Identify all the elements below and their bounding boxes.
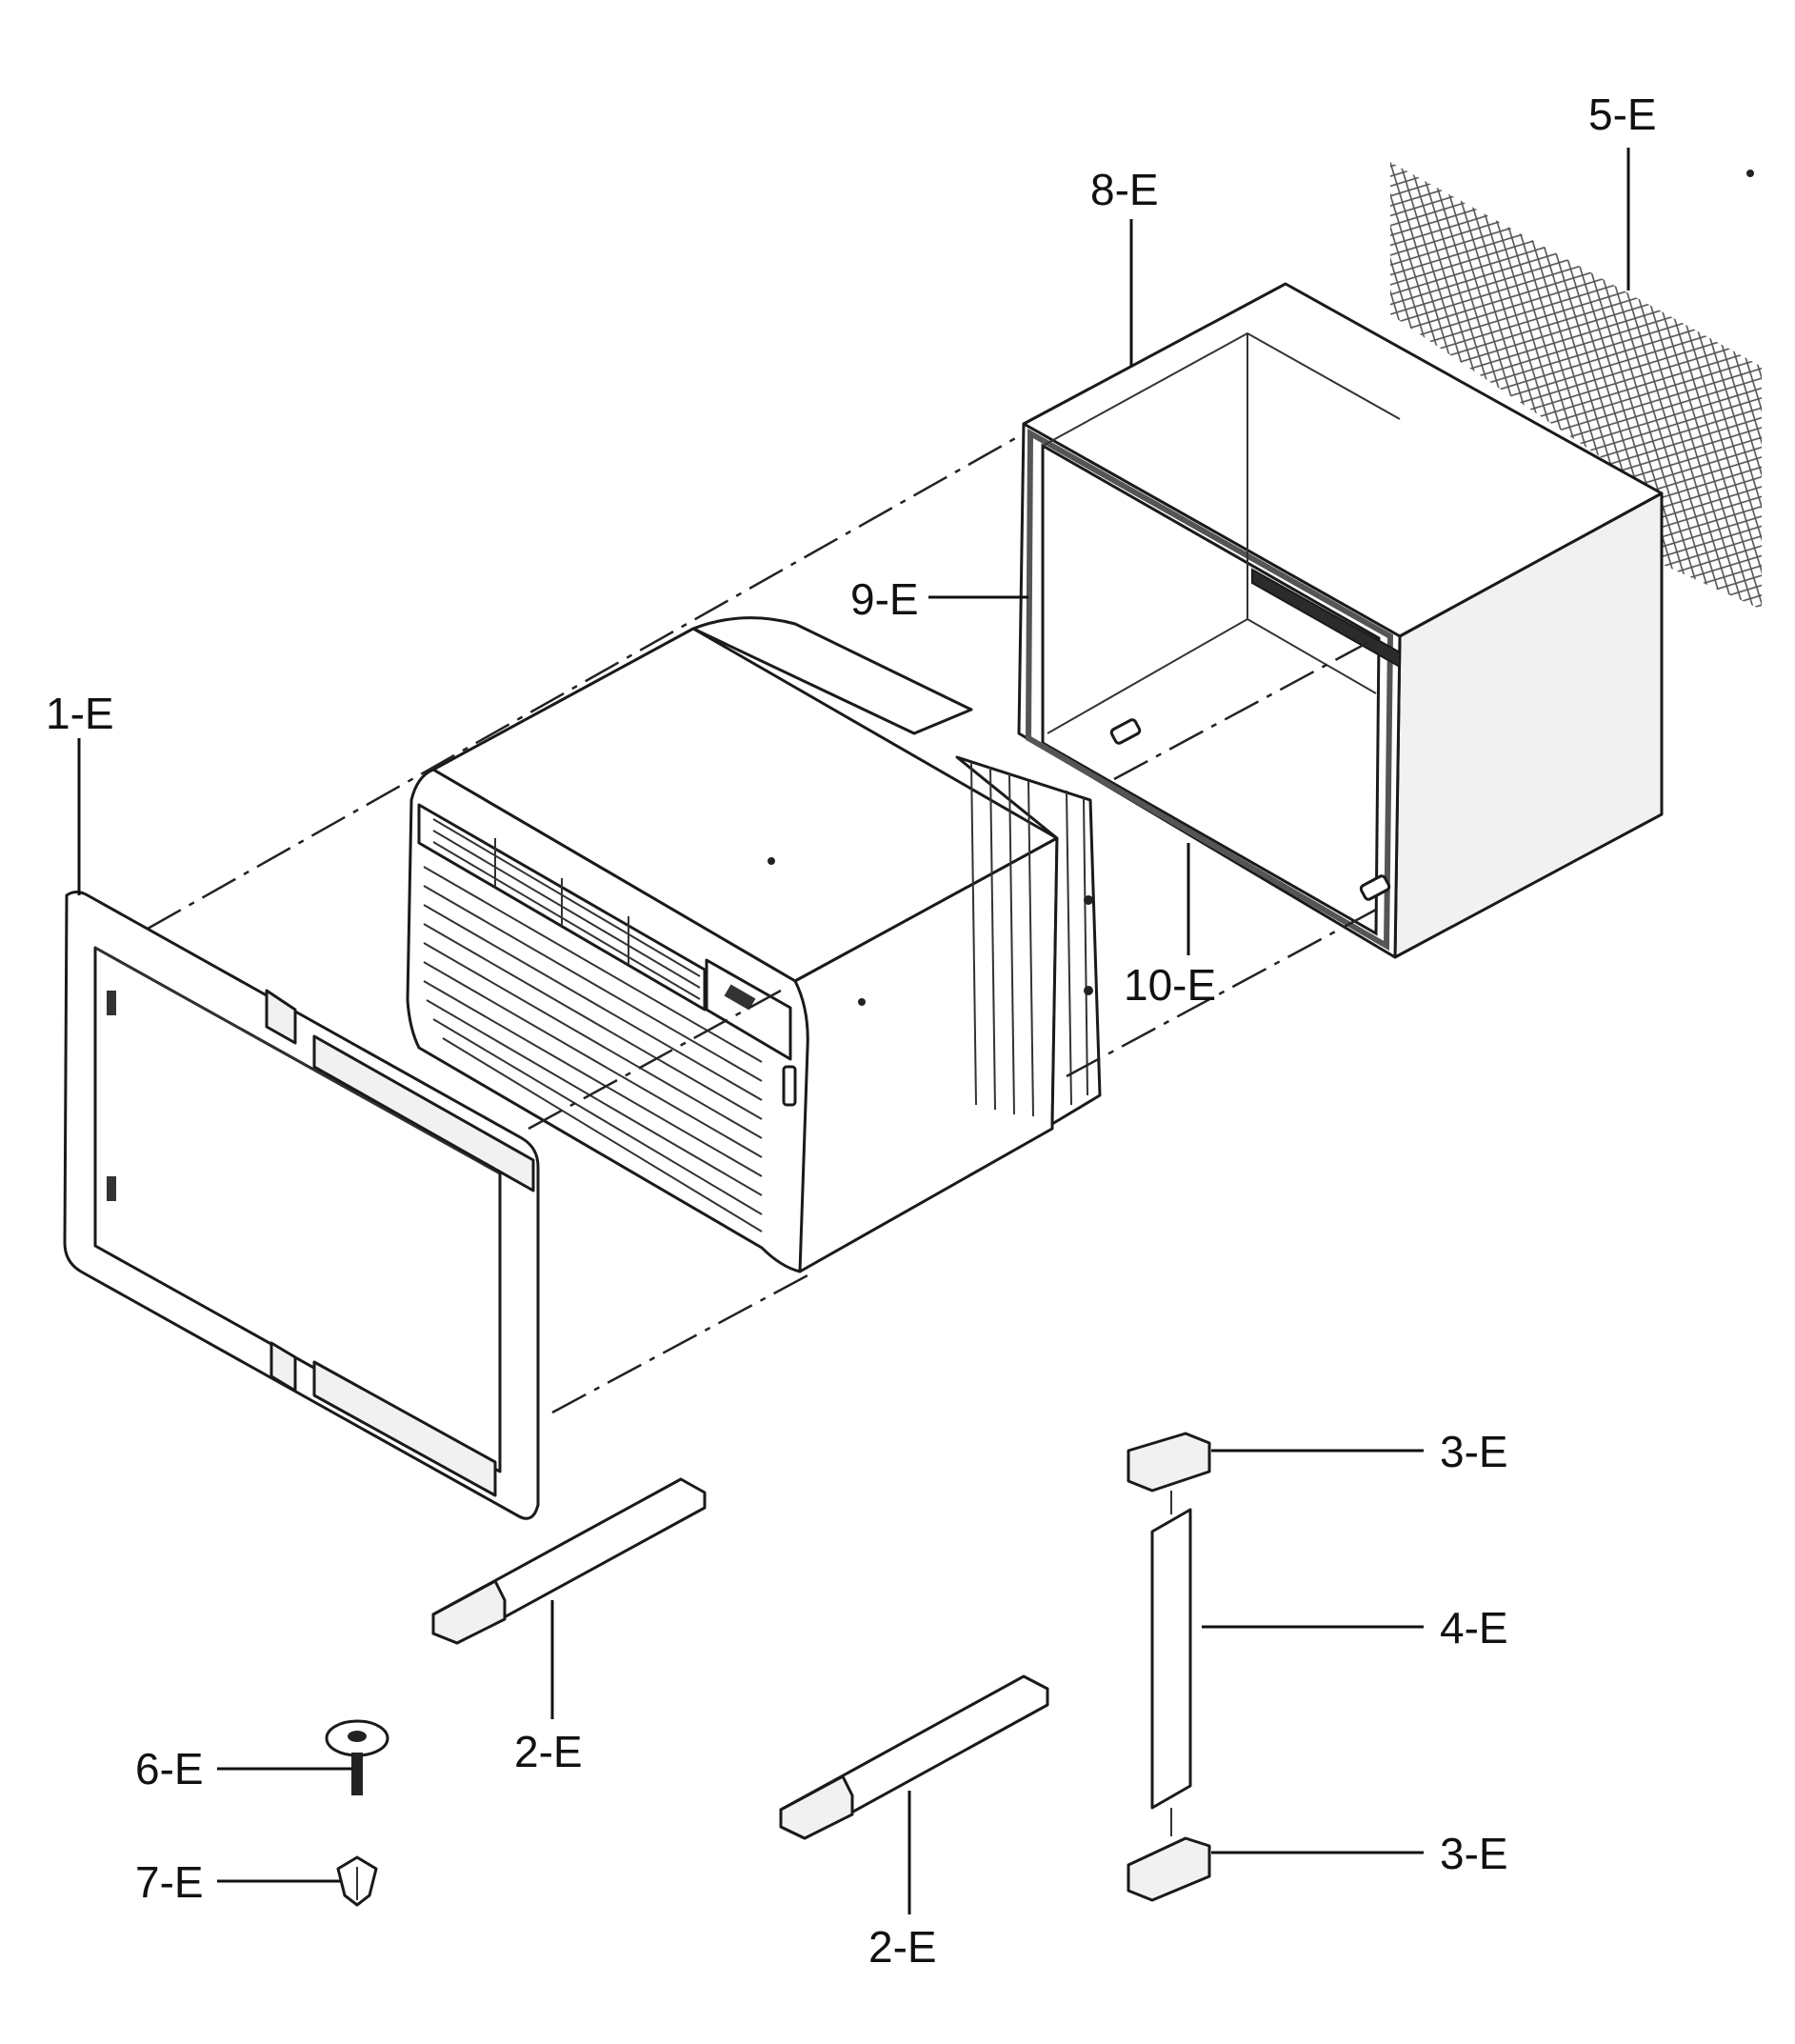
intake-grille	[423, 866, 763, 1232]
assembly-lines	[147, 434, 1377, 1414]
wall-mesh	[1390, 162, 1762, 610]
label-7-e: 7-E	[135, 1857, 204, 1907]
leader-lines	[77, 148, 1630, 1914]
label-10-e: 10-E	[1124, 960, 1216, 1010]
label-8-e: 8-E	[1090, 165, 1159, 214]
label-6-e: 6-E	[135, 1744, 204, 1794]
label-9-e: 9-E	[850, 574, 919, 624]
side-rail-upper	[431, 1477, 707, 1645]
label-2-e-lower: 2-E	[868, 1922, 937, 1972]
condenser-coil	[955, 755, 1102, 1126]
clip-fastener-part	[336, 1855, 378, 1907]
side-panel-assembly	[1127, 1432, 1211, 1902]
label-5-e: 5-E	[1588, 90, 1657, 139]
wall-sleeve-cabinet	[1017, 282, 1664, 959]
front-frame	[63, 891, 540, 1520]
part-labels: 1-E 2-E 2-E 3-E 4-E 3-E 5-E 6-E 7-E 8-E …	[46, 90, 1657, 1972]
label-1-e: 1-E	[46, 689, 114, 738]
label-3-e-upper: 3-E	[1440, 1427, 1508, 1476]
label-3-e-lower: 3-E	[1440, 1829, 1508, 1878]
label-2-e-upper: 2-E	[514, 1727, 583, 1776]
screw-part	[325, 1719, 389, 1795]
label-4-e: 4-E	[1440, 1603, 1508, 1653]
air-conditioner-unit	[406, 616, 1102, 1273]
side-rail-lower	[779, 1674, 1049, 1840]
